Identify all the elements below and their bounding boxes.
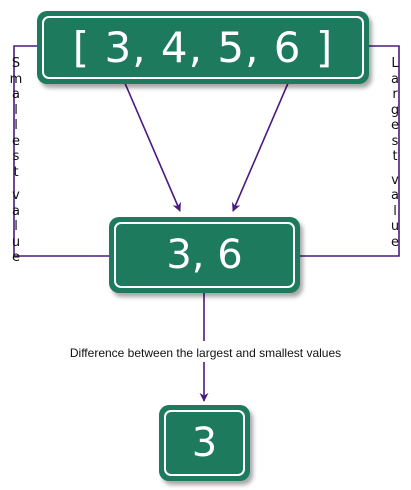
label-letter: g <box>390 102 400 118</box>
result-box: 3 <box>159 405 250 481</box>
label-letter: u <box>390 219 400 234</box>
number-list-text: [ 3, 4, 5, 6 ] <box>42 16 364 79</box>
label-letter: u <box>11 234 21 250</box>
label-letter: S <box>11 56 21 71</box>
connector-largest <box>256 45 400 261</box>
label-letter: l <box>14 102 18 118</box>
label-letter: a <box>391 188 399 203</box>
label-letter: a <box>12 203 20 219</box>
label-letter: e <box>12 133 20 149</box>
label-letter: t <box>392 149 398 164</box>
label-letter: e <box>391 234 399 250</box>
label-letter: t <box>13 164 19 180</box>
number-list-box: [ 3, 4, 5, 6 ] <box>37 11 369 84</box>
label-letter: v <box>12 188 20 203</box>
label-letter: e <box>12 250 20 265</box>
label-letter: l <box>14 118 18 133</box>
difference-caption: Difference between the largest and small… <box>69 346 342 360</box>
label-letter: a <box>391 71 399 87</box>
extremes-text: 3, 6 <box>114 222 295 288</box>
label-letter: l <box>14 219 18 234</box>
arrow-min-to-extremes <box>117 66 181 212</box>
result-text: 3 <box>164 410 245 476</box>
connector-smallest <box>13 45 161 261</box>
label-letter: m <box>9 71 23 87</box>
label-letter: r <box>392 87 398 102</box>
label-letter: s <box>12 149 20 164</box>
extremes-box: 3, 6 <box>109 217 300 293</box>
label-letter: v <box>391 172 399 188</box>
arrow-max-to-extremes <box>232 66 296 212</box>
label-letter: s <box>391 133 399 149</box>
label-letter: l <box>393 203 397 219</box>
label-letter: e <box>391 118 399 133</box>
label-letter: a <box>12 87 20 102</box>
label-letter: L <box>391 56 399 71</box>
